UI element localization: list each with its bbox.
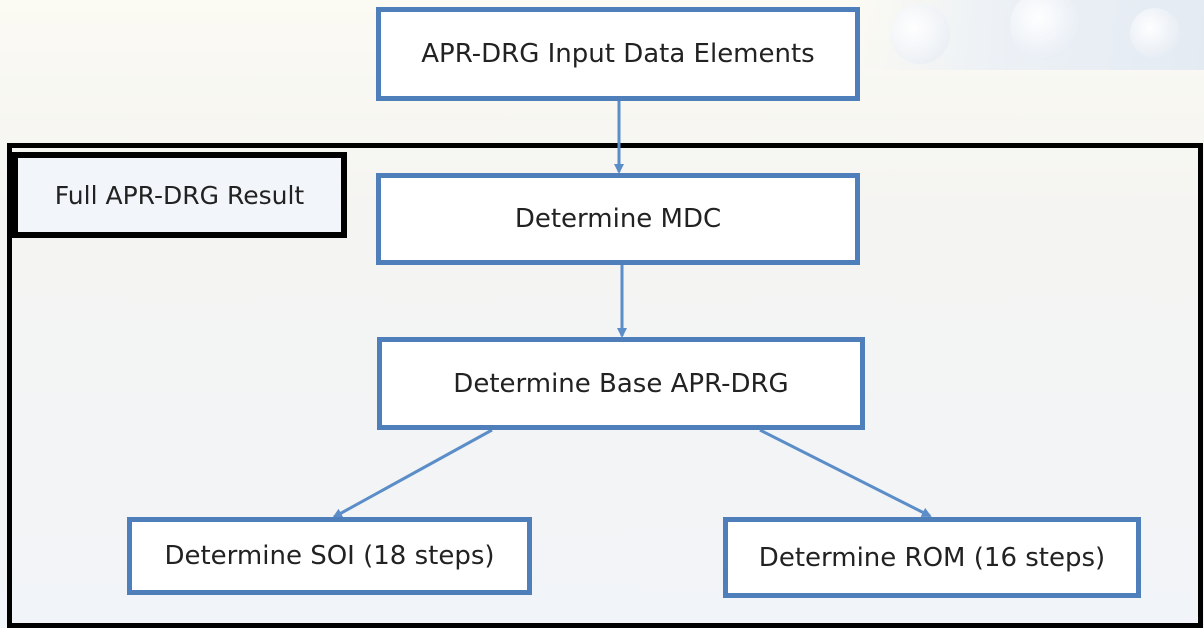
full-result-label: Full APR-DRG Result bbox=[12, 152, 347, 238]
node-determine-mdc: Determine MDC bbox=[376, 173, 860, 265]
node-determine-base-apr-drg: Determine Base APR-DRG bbox=[377, 337, 865, 430]
header-decoration bbox=[860, 0, 1204, 70]
node-determine-soi: Determine SOI (18 steps) bbox=[127, 517, 532, 595]
edge-base-to-rom bbox=[759, 428, 932, 518]
node-determine-rom: Determine ROM (16 steps) bbox=[723, 517, 1141, 598]
decor-bubble bbox=[1010, 0, 1080, 60]
edge-base-to-soi bbox=[332, 428, 493, 519]
decor-bubble bbox=[1130, 8, 1180, 58]
full-result-frame bbox=[7, 143, 1203, 628]
node-input-data-elements: APR-DRG Input Data Elements bbox=[376, 7, 860, 101]
decor-bubble bbox=[890, 4, 950, 64]
